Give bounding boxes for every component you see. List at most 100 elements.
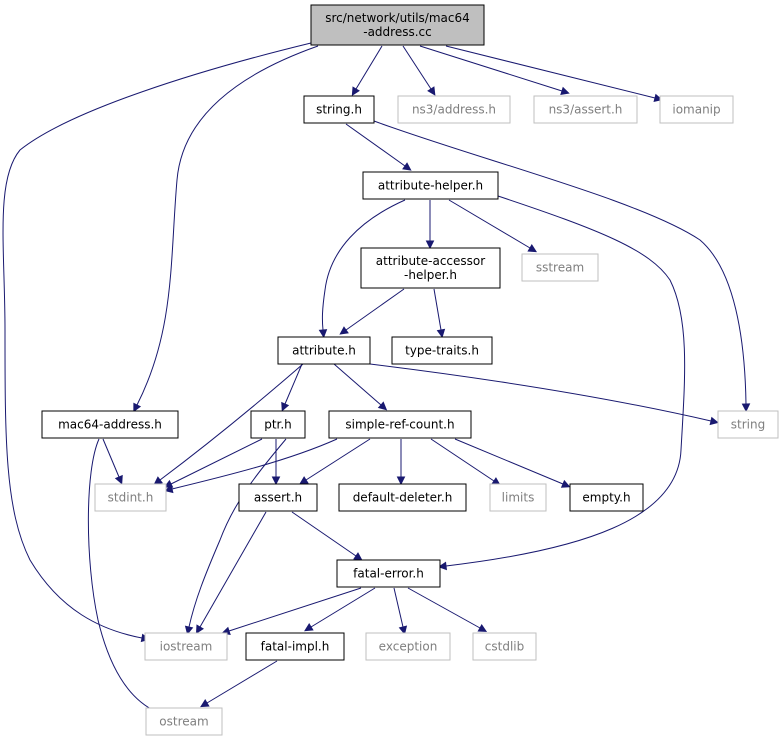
node-label: src/network/utils/mac64	[325, 11, 470, 25]
edge-line	[228, 587, 362, 632]
edge-arrowhead	[353, 552, 363, 561]
node-label: mac64-address.h	[58, 418, 162, 432]
node-assert-h[interactable]: assert.h	[238, 483, 318, 512]
node-box	[533, 95, 638, 124]
edge-arrowhead	[560, 479, 571, 488]
node-attribute-helper-h[interactable]: attribute-helper.h	[362, 171, 499, 200]
edge-simple-ref-count-h-to-limits	[430, 438, 501, 486]
edge-simple-ref-count-h-to-assert-h	[299, 438, 371, 485]
node-mac64-address-cc[interactable]: src/network/utils/mac64-address.cc	[310, 4, 485, 46]
edge-line	[305, 438, 371, 481]
edge-simple-ref-count-h-to-stdint-h	[164, 438, 338, 494]
node-ns3-address-h: ns3/address.h	[397, 95, 511, 124]
node-box	[277, 336, 371, 365]
edge-arrowhead	[164, 484, 174, 494]
node-fatal-impl-h[interactable]: fatal-impl.h	[245, 632, 345, 661]
node-type-traits-h[interactable]: type-traits.h	[391, 336, 493, 365]
node-string-h[interactable]: string.h	[303, 95, 375, 124]
node-empty-h[interactable]: empty.h	[569, 483, 644, 512]
node-label: simple-ref-count.h	[345, 418, 454, 432]
edge-arrowhead	[402, 162, 412, 171]
node-box	[472, 632, 537, 661]
edge-line	[2, 42, 312, 639]
edge-attribute-helper-h-to-fatal-error-h	[437, 195, 686, 571]
node-string: string	[717, 410, 779, 439]
edge-line	[284, 363, 303, 405]
edge-simple-ref-count-h-to-default-deleter-h	[396, 439, 406, 486]
node-box	[360, 247, 501, 289]
edge-line	[430, 438, 495, 482]
edges-layer	[2, 42, 751, 716]
node-exception: exception	[365, 632, 451, 661]
node-label: -helper.h	[404, 268, 457, 282]
edge-attribute-h-to-ptr-h	[281, 363, 303, 412]
nodes-layer: src/network/utils/mac64-address.cc string…	[41, 4, 779, 736]
edge-assert-h-to-fatal-error-h	[291, 511, 363, 561]
edge-arrowhead	[195, 624, 204, 635]
edge-line	[171, 438, 338, 490]
node-simple-ref-count-h[interactable]: simple-ref-count.h	[328, 410, 472, 439]
edge-arrowhead	[741, 403, 751, 413]
edge-line	[159, 363, 304, 481]
node-box	[659, 95, 734, 124]
node-mac64-address-h[interactable]: mac64-address.h	[41, 410, 179, 439]
node-box	[365, 632, 451, 661]
node-label: string	[731, 418, 765, 432]
edge-line	[87, 438, 158, 713]
node-default-deleter-h[interactable]: default-deleter.h	[338, 483, 467, 512]
edge-ptr-h-to-assert-h	[271, 439, 281, 486]
edge-arrowhead	[527, 244, 537, 253]
node-box	[336, 559, 441, 588]
edge-simple-ref-count-h-to-empty-h	[454, 438, 571, 488]
edge-arrowhead	[477, 623, 488, 632]
edge-string-h-to-attribute-helper-h	[345, 123, 412, 171]
edge-arrowhead	[271, 476, 281, 486]
node-label: ns3/address.h	[412, 103, 496, 117]
node-iomanip: iomanip	[659, 95, 734, 124]
node-ostream: ostream	[145, 707, 223, 736]
edge-arrowhead	[281, 401, 290, 412]
edge-arrowhead	[427, 86, 436, 96]
edge-attribute-helper-h-to-attribute-h	[318, 199, 406, 339]
edge-ptr-h-to-stdint-h	[163, 438, 263, 488]
edge-arrowhead	[351, 86, 360, 96]
node-box	[569, 483, 644, 512]
node-ptr-h[interactable]: ptr.h	[250, 410, 306, 439]
edge-arrowhead	[709, 416, 719, 426]
node-label: stdint.h	[108, 491, 154, 505]
edge-mac64-address-cc-to-mac64-address-h	[133, 45, 319, 413]
edge-arrowhead	[396, 476, 406, 486]
edge-arrowhead	[318, 329, 328, 339]
node-attribute-accessor-helper-h[interactable]: attribute-accessor-helper.h	[360, 247, 501, 289]
node-box	[94, 483, 167, 512]
node-box	[338, 483, 467, 512]
node-box	[144, 632, 228, 661]
node-label: ostream	[159, 715, 208, 729]
node-label: iostream	[160, 640, 213, 654]
node-label: attribute-accessor	[376, 254, 485, 268]
node-label: attribute-helper.h	[378, 179, 483, 193]
node-label: -address.cc	[363, 25, 431, 39]
edge-arrowhead	[133, 402, 142, 413]
edge-line	[445, 45, 656, 99]
node-label: ns3/assert.h	[549, 103, 623, 117]
node-fatal-error-h[interactable]: fatal-error.h	[336, 559, 441, 588]
node-box	[145, 707, 223, 736]
edge-string-h-to-string	[373, 120, 751, 413]
edge-arrowhead	[560, 86, 570, 95]
edge-arrowhead	[304, 623, 314, 632]
edge-line	[345, 288, 405, 331]
node-label: sstream	[536, 261, 584, 275]
node-box	[362, 171, 499, 200]
node-label: ptr.h	[264, 418, 292, 432]
node-box	[250, 410, 306, 439]
node-ns3-assert-h: ns3/assert.h	[533, 95, 638, 124]
node-limits: limits	[489, 483, 547, 512]
node-label: exception	[379, 640, 438, 654]
node-box	[41, 410, 179, 439]
node-attribute-h[interactable]: attribute.h	[277, 336, 371, 365]
edge-mac64-address-h-to-stdint-h	[102, 438, 123, 485]
edge-line	[206, 660, 278, 704]
node-box	[717, 410, 779, 439]
edge-attribute-h-to-string	[369, 363, 719, 426]
